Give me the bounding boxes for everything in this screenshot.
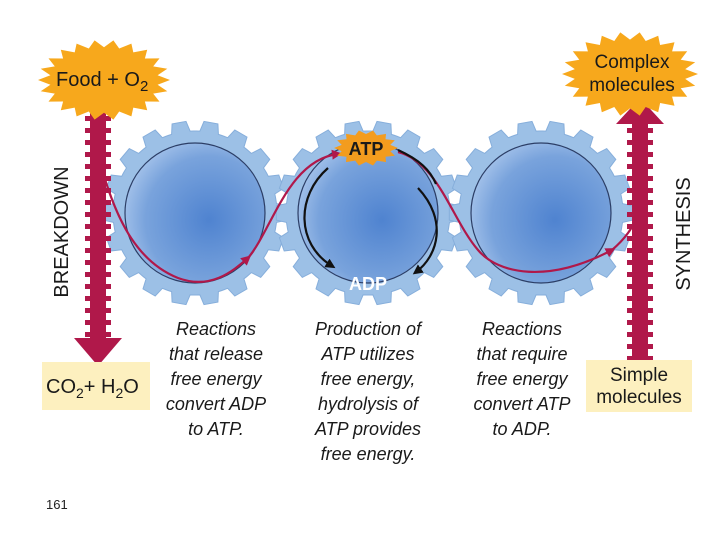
dash-segment <box>85 164 111 169</box>
caption-middle-line: ATP provides <box>314 419 422 439</box>
caption-left: Reactions that release free energy conve… <box>136 317 296 442</box>
atp-adp-arc-right-top <box>397 148 438 185</box>
caption-right-line: convert ATP <box>473 394 571 414</box>
dash-segment <box>627 272 653 277</box>
caption-right: Reactions that require free energy conve… <box>442 317 602 442</box>
dash-segment <box>85 296 111 301</box>
dash-segment <box>85 248 111 253</box>
caption-middle-line: ATP utilizes <box>321 344 415 364</box>
synthesis-arrow <box>616 98 664 361</box>
adp-label: ADP <box>349 274 387 294</box>
dash-segment <box>85 260 111 265</box>
energy-flow-path-rise <box>247 149 342 259</box>
caption-left-line: to ATP. <box>188 419 244 439</box>
caption-right-line: that require <box>476 344 568 364</box>
caption-right-line: free energy <box>476 369 568 389</box>
synthesis-label: SYNTHESIS <box>673 177 695 290</box>
food-o2-burst <box>38 40 170 120</box>
dash-segment <box>627 236 653 241</box>
dash-segment <box>85 236 111 241</box>
simple-molecules-label-line1: Simple <box>610 365 668 386</box>
dash-segment <box>627 152 653 157</box>
caption-left-line: free energy <box>170 369 262 389</box>
caption-left-line: convert ADP <box>165 394 267 414</box>
dash-segment <box>85 212 111 217</box>
dash-segment <box>85 284 111 289</box>
dash-segment <box>627 260 653 265</box>
dash-segment <box>627 356 653 361</box>
dash-segment <box>627 320 653 325</box>
dash-segment <box>627 224 653 229</box>
dash-segment <box>627 164 653 169</box>
atp-label: ATP <box>349 139 384 159</box>
caption-middle-line: free energy, <box>320 369 416 389</box>
atp-adp-arc-left <box>303 167 336 269</box>
dash-segment <box>627 176 653 181</box>
dash-segment <box>627 140 653 145</box>
dash-segment <box>627 212 653 217</box>
dash-segment <box>85 176 111 181</box>
simple-molecules-box <box>586 360 692 412</box>
caption-right-line: Reactions <box>481 319 563 339</box>
breakdown-dashes <box>85 104 111 337</box>
gear-body <box>470 142 612 284</box>
caption-left-line: that release <box>168 344 264 364</box>
dash-segment <box>627 284 653 289</box>
dash-segment <box>627 200 653 205</box>
slide-number: 161 <box>46 497 68 512</box>
caption-right-line: to ADP. <box>492 419 552 439</box>
dash-segment <box>627 308 653 313</box>
synthesis-dashes <box>627 128 653 361</box>
gear-left <box>102 120 288 306</box>
caption-middle: Production of ATP utilizes free energy, … <box>288 317 448 467</box>
dash-segment <box>627 332 653 337</box>
complex-molecules-burst <box>562 32 698 116</box>
simple-molecules-label-line2: molecules <box>596 387 682 408</box>
dash-segment <box>85 128 111 133</box>
dash-segment <box>85 320 111 325</box>
atp-badge <box>334 130 398 166</box>
dash-segment <box>85 116 111 121</box>
dash-segment <box>85 140 111 145</box>
co2-h2o-box <box>42 362 150 410</box>
dash-segment <box>627 344 653 349</box>
breakdown-arrow <box>74 100 122 366</box>
caption-left-line: Reactions <box>175 319 257 339</box>
food-o2-label: Food + O2 <box>56 69 148 95</box>
caption-middle-line: hydrolysis of <box>317 394 419 414</box>
dash-segment <box>85 308 111 313</box>
dash-segment <box>85 152 111 157</box>
dash-segment <box>85 188 111 193</box>
caption-middle-line: free energy. <box>320 444 416 464</box>
dash-segment <box>627 248 653 253</box>
dash-segment <box>85 272 111 277</box>
complex-molecules-label-line1: Complex <box>595 52 670 73</box>
complex-molecules-label-line2: molecules <box>589 75 675 96</box>
breakdown-label: BREAKDOWN <box>51 166 73 297</box>
caption-middle-line: Production of <box>314 319 422 339</box>
dash-segment <box>85 200 111 205</box>
gear-right <box>448 120 634 306</box>
energy-flow-path <box>102 175 252 283</box>
co2-h2o-label: CO2+ H2O <box>46 376 139 401</box>
dash-segment <box>627 188 653 193</box>
atp-adp-arc-right <box>412 187 438 275</box>
dash-segment <box>85 332 111 337</box>
gear-body <box>297 142 439 284</box>
gear-body <box>124 142 266 284</box>
dash-segment <box>627 296 653 301</box>
dash-segment <box>627 128 653 133</box>
energy-flow-path-end <box>611 215 639 251</box>
dash-segment <box>85 224 111 229</box>
